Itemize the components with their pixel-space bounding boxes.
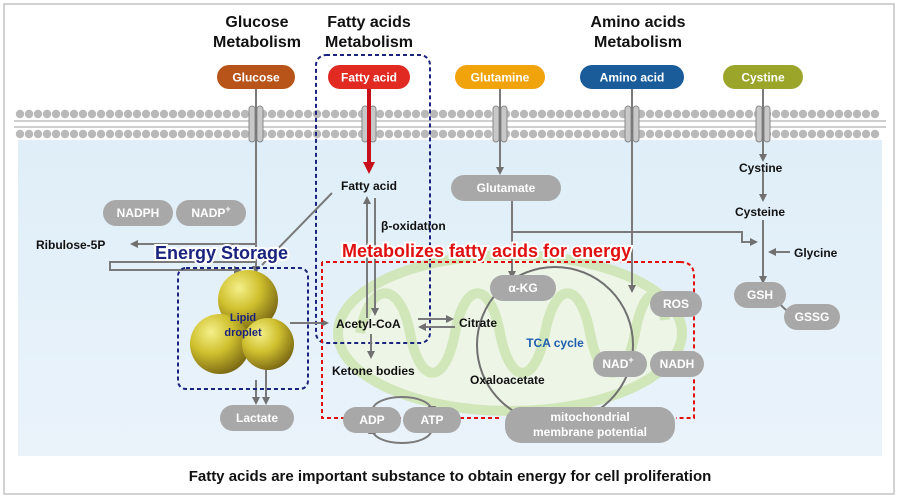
svg-text:Glutamine: Glutamine	[471, 71, 530, 85]
node-nadp: NADP+	[176, 200, 246, 226]
svg-text:Lactate: Lactate	[236, 411, 278, 425]
node-gssg: GSSG	[784, 304, 840, 330]
label-oxaloacetate: Oxaloacetate	[470, 373, 545, 387]
svg-text:NAD+: NAD+	[602, 355, 633, 371]
label-fatty-acid-inner: Fatty acid	[341, 179, 397, 193]
svg-text:GSH: GSH	[747, 288, 773, 302]
svg-text:Lipid: Lipid	[230, 312, 256, 324]
svg-text:Glucose: Glucose	[225, 14, 288, 31]
label-citrate: Citrate	[459, 316, 497, 330]
svg-text:Metabolism: Metabolism	[213, 34, 301, 51]
svg-text:mitochondrial: mitochondrial	[550, 410, 629, 424]
node-nad: NAD+	[593, 351, 647, 377]
label-glycine: Glycine	[794, 246, 838, 260]
svg-text:Amino acids: Amino acids	[590, 14, 685, 31]
cell-membrane	[14, 108, 886, 140]
header-glucose-metabolism: Glucose Metabolism	[213, 14, 301, 51]
energy-storage-box	[177, 267, 309, 390]
node-nadph: NADPH	[103, 200, 173, 226]
svg-text:ADP: ADP	[359, 413, 384, 427]
label-cysteine: Cysteine	[735, 205, 785, 219]
svg-text:Amino acid: Amino acid	[600, 71, 665, 85]
svg-text:Metabolism: Metabolism	[325, 34, 413, 51]
svg-text:Fatty acid: Fatty acid	[341, 71, 397, 85]
pathway-arrows	[109, 89, 806, 444]
svg-text:Cystine: Cystine	[741, 71, 785, 85]
title-energy-storage: Energy Storage	[155, 243, 288, 263]
svg-text:ATP: ATP	[420, 413, 443, 427]
svg-text:NADH: NADH	[660, 357, 695, 371]
membrane-transporters	[248, 105, 771, 143]
svg-text:Glucose: Glucose	[232, 71, 280, 85]
label-ribulose-5p: Ribulose-5P	[36, 238, 105, 252]
label-cystine-inner: Cystine	[739, 161, 783, 175]
node-mitochondrial-membrane-potential: mitochondrial membrane potential	[505, 407, 675, 443]
svg-text:ROS: ROS	[663, 297, 689, 311]
lipid-droplet: Lipid droplet	[190, 270, 294, 374]
node-glutamate: Glutamate	[451, 175, 561, 201]
title-metabolizes-fatty-acids: Metabolizes fatty acids for energy	[342, 241, 631, 261]
tca-cycle-label: TCA cycle	[526, 336, 584, 350]
node-adp: ADP	[343, 407, 401, 433]
svg-text:NADP+: NADP+	[191, 204, 230, 220]
node-nadh: NADH	[650, 351, 704, 377]
svg-text:NADPH: NADPH	[117, 206, 160, 220]
node-gsh: GSH	[734, 282, 786, 308]
input-glucose: Glucose	[217, 65, 295, 89]
svg-text:Glutamate: Glutamate	[477, 181, 536, 195]
node-lactate: Lactate	[220, 405, 294, 431]
svg-text:membrane potential: membrane potential	[533, 425, 647, 439]
svg-text:droplet: droplet	[224, 327, 262, 339]
input-cystine: Cystine	[723, 65, 803, 89]
svg-text:α-KG: α-KG	[508, 281, 537, 295]
input-fatty-acid: Fatty acid	[328, 65, 410, 89]
header-fatty-acids-metabolism: Fatty acids Metabolism	[325, 14, 413, 51]
node-atp: ATP	[403, 407, 461, 433]
label-beta-oxidation: β-oxidation	[381, 219, 446, 233]
svg-text:GSSG: GSSG	[795, 310, 830, 324]
input-amino-acid: Amino acid	[580, 65, 684, 89]
input-glutamine: Glutamine	[455, 65, 545, 89]
svg-text:Fatty acids: Fatty acids	[327, 14, 411, 31]
label-acetyl-coa: Acetyl-CoA	[336, 317, 401, 331]
node-ros: ROS	[650, 291, 702, 317]
figure-caption: Fatty acids are important substance to o…	[189, 468, 712, 485]
node-alpha-kg: α-KG	[490, 275, 556, 301]
label-ketone-bodies: Ketone bodies	[332, 364, 415, 378]
svg-text:Metabolism: Metabolism	[594, 34, 682, 51]
header-amino-acids-metabolism: Amino acids Metabolism	[590, 14, 685, 51]
